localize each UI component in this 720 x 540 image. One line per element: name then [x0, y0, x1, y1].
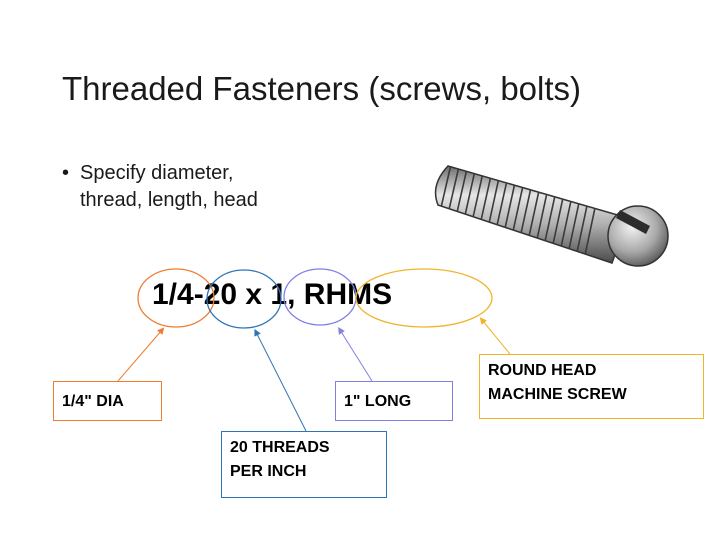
threads-ellipse	[206, 269, 282, 329]
threads-callout: 20 THREADS PER INCH	[221, 431, 387, 498]
threads-arrow	[254, 328, 307, 432]
length-arrow	[338, 327, 373, 382]
diameter-arrow	[117, 327, 165, 382]
bullet-dot: •	[62, 162, 70, 184]
bullet-text: Specify diameter, thread, length, head	[80, 160, 340, 214]
diameter-callout: 1/4" DIA	[53, 381, 162, 421]
bullet-line-1: Specify diameter,	[80, 162, 234, 184]
head-label-line-2: MACHINE SCREW	[488, 386, 627, 403]
slide-title: Threaded Fasteners (screws, bolts)	[62, 70, 582, 107]
diameter-ellipse	[137, 268, 215, 328]
threads-label-line-1: 20 THREADS	[230, 439, 330, 456]
head-callout: ROUND HEAD MACHINE SCREW	[479, 354, 704, 419]
length-label: 1" LONG	[344, 393, 412, 410]
threads-label-line-2: PER INCH	[230, 463, 307, 480]
diameter-label: 1/4" DIA	[62, 393, 124, 410]
bullet-line-2: thread, length, head	[80, 189, 258, 211]
head-label-line-1: ROUND HEAD	[488, 362, 597, 379]
bullet-item: • Specify diameter, thread, length, head	[62, 160, 340, 214]
head-ellipse	[355, 268, 493, 328]
screw-icon	[434, 165, 669, 267]
head-arrow	[479, 317, 511, 355]
length-callout: 1" LONG	[335, 381, 453, 421]
length-ellipse	[283, 268, 357, 326]
